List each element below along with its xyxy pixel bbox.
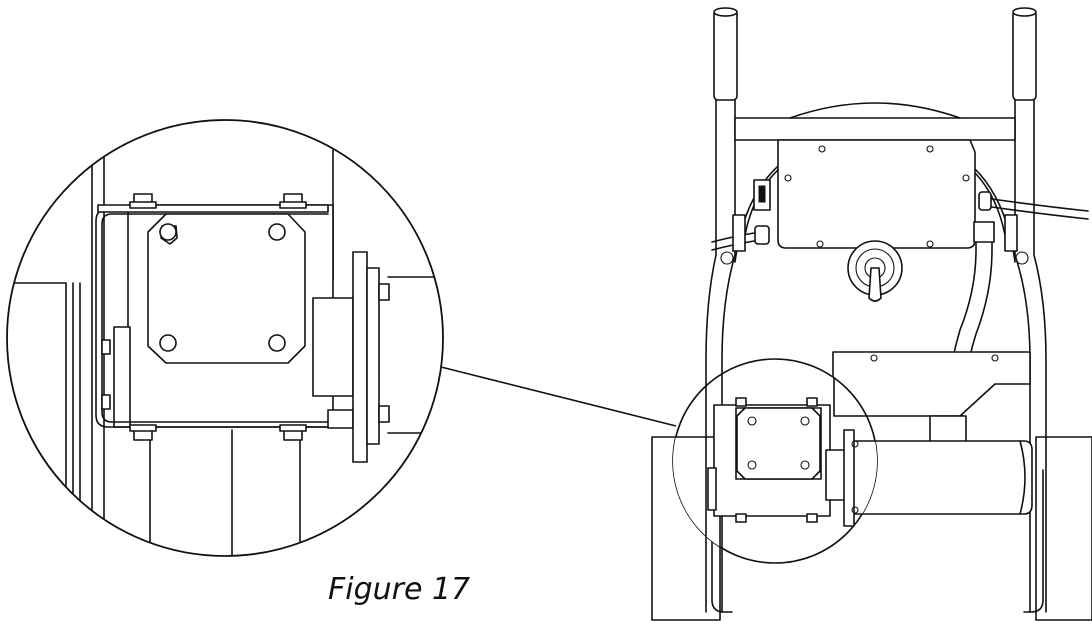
lower-bracket xyxy=(832,351,1031,417)
callout-circle-small xyxy=(672,358,878,564)
frame xyxy=(705,7,1047,613)
right-wheel xyxy=(1023,436,1092,621)
control-panel xyxy=(753,139,976,302)
figure-caption: Figure 17 xyxy=(328,572,471,607)
callout-circle-detail xyxy=(6,119,444,557)
machine-front-view xyxy=(440,7,1092,621)
callout-leader-line xyxy=(440,366,677,427)
motor xyxy=(849,415,1033,515)
